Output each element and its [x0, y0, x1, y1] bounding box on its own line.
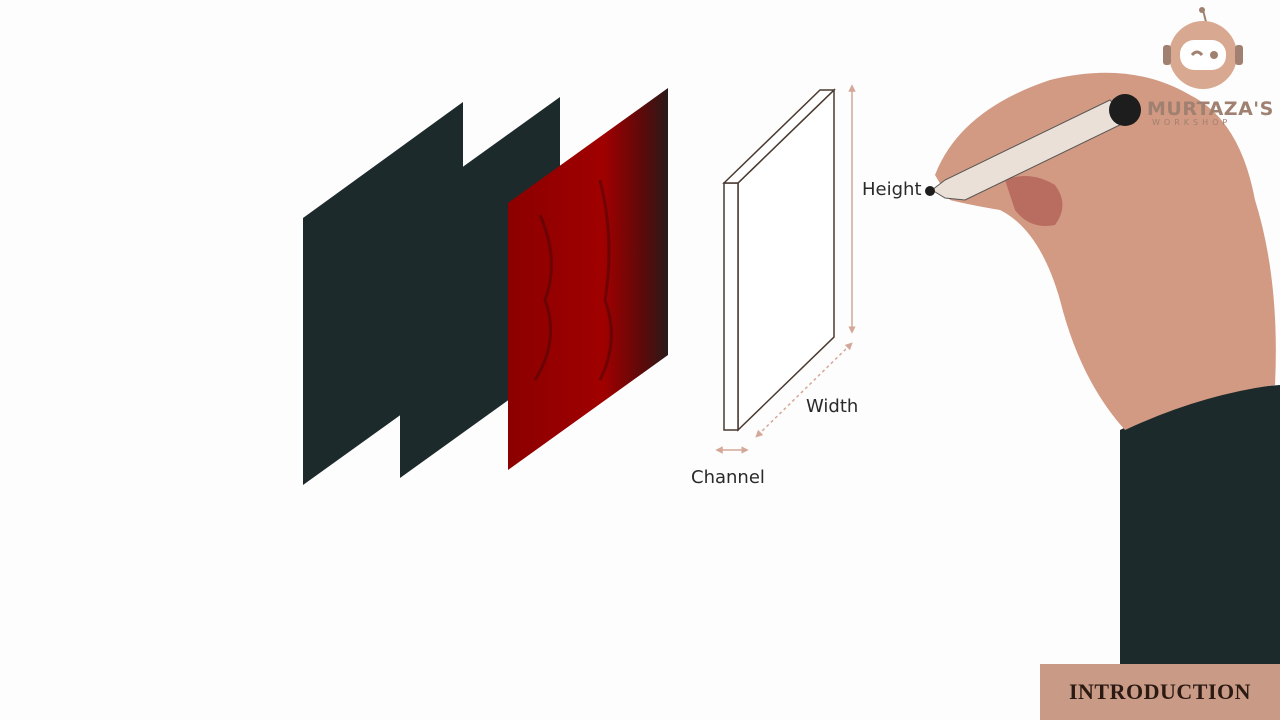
block-front-face: [737, 88, 835, 432]
block-top-face: [722, 89, 836, 184]
section-badge: INTRODUCTION: [1040, 664, 1280, 720]
section-badge-label: INTRODUCTION: [1068, 679, 1252, 704]
red-layer-texture: [533, 179, 613, 381]
hand-illustration: [925, 72, 1280, 665]
logo-title: MURTAZA'S: [1147, 98, 1274, 120]
width-label: Width: [806, 396, 859, 417]
block-side-face: [723, 182, 739, 431]
finger-shadow: [1005, 176, 1063, 226]
logo-subtitle: WORKSHOP: [1152, 118, 1232, 127]
channel-label: Channel: [691, 467, 765, 488]
sleeve: [1120, 385, 1280, 665]
robot-icon: [1163, 7, 1243, 89]
height-label: Height: [862, 179, 922, 200]
channel-layer-red: [508, 88, 668, 470]
